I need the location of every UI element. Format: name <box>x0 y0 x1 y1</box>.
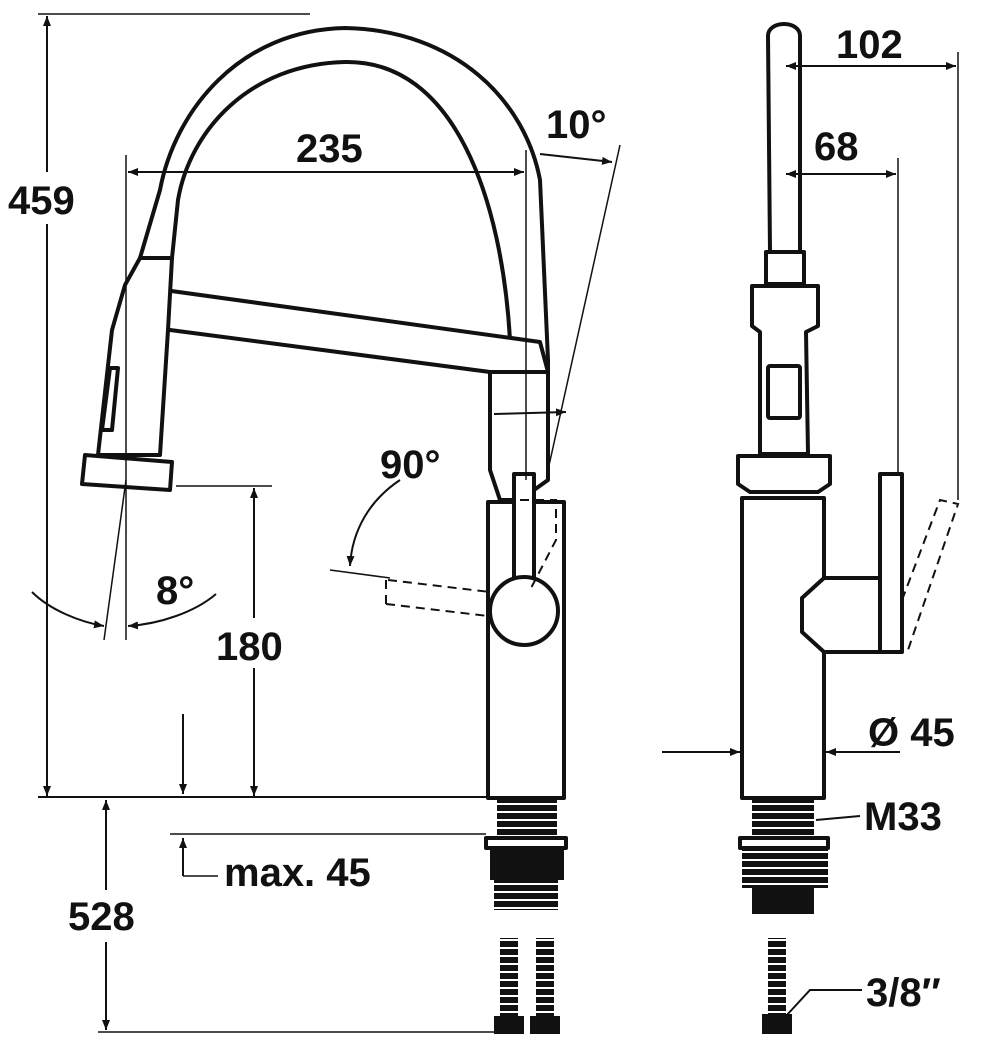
label-worktop-thickness: max. 45 <box>224 851 371 895</box>
dimension-worktop-thickness: max. 45 <box>170 714 486 895</box>
dimension-spout-height: 180 <box>176 485 298 796</box>
dimension-connection: 3/8″ <box>785 971 941 1017</box>
label-hose-length: 528 <box>68 895 135 939</box>
label-reach: 235 <box>296 127 363 171</box>
dimension-spray-angle: 8° <box>31 479 217 641</box>
label-spout-height: 180 <box>216 625 283 669</box>
side-base-connectors <box>738 800 830 1034</box>
label-swivel-angle: 10° <box>546 103 607 147</box>
side-body <box>740 496 826 800</box>
dimension-side-depth: 68 <box>786 125 899 474</box>
label-height-total: 459 <box>8 179 75 223</box>
spray-head <box>80 256 174 492</box>
dimension-total-height: 459 <box>5 13 310 796</box>
lever <box>488 472 560 647</box>
dimension-reach: 235 <box>125 127 527 640</box>
label-lever-angle: 90° <box>380 443 441 487</box>
holder-arm <box>126 283 550 374</box>
label-base-diameter: Ø 45 <box>868 711 955 755</box>
dimension-lever-angle: 90° <box>329 443 441 579</box>
dimension-thread: M33 <box>815 795 942 839</box>
tilt-outline <box>520 499 557 591</box>
lever-90-position <box>385 579 491 617</box>
front-view: 459 <box>5 13 621 1034</box>
dimension-base-diameter: Ø 45 <box>662 711 955 756</box>
side-lever <box>878 472 904 654</box>
side-spout <box>766 22 802 254</box>
label-connection: 3/8″ <box>866 971 941 1015</box>
label-side-depth: 68 <box>814 125 859 169</box>
dimension-side-depth-max: 102 <box>786 23 959 500</box>
spout-arch <box>138 26 550 472</box>
side-lever-housing <box>800 576 882 654</box>
label-spray-angle: 8° <box>156 569 194 613</box>
label-side-depth-max: 102 <box>836 23 903 67</box>
side-view: 102 68 Ø 45 M33 3/8″ <box>662 22 960 1034</box>
dimension-swivel-angle: 10° <box>493 103 621 471</box>
base-connectors <box>484 800 568 1034</box>
side-lever-tilted <box>901 498 960 651</box>
dimension-hose-length: 528 <box>62 800 494 1033</box>
label-thread: M33 <box>864 795 942 839</box>
